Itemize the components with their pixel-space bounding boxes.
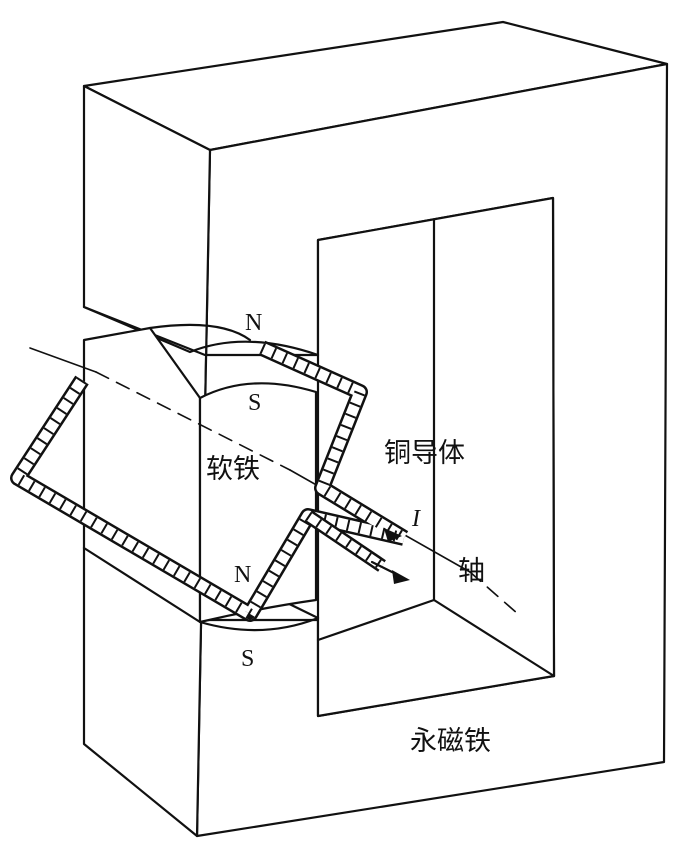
permanent-magnet bbox=[82, 20, 669, 838]
coil-segments bbox=[12, 342, 407, 620]
coil-lead-inner bbox=[305, 512, 385, 570]
shaft-hidden bbox=[95, 371, 291, 471]
window-floor-edge-right bbox=[432, 598, 556, 678]
current-arrow-upper bbox=[384, 528, 402, 542]
upper-south-label: S bbox=[248, 390, 261, 416]
copper-conductor-label: 铜导体 bbox=[384, 438, 465, 469]
current-arrow-shaft bbox=[370, 560, 398, 576]
shaft-label: 轴 bbox=[458, 556, 485, 587]
copper-coil bbox=[10, 340, 410, 622]
shaft-end bbox=[469, 571, 519, 615]
lower-south-label: S bbox=[241, 646, 254, 672]
soft-iron-label: 软铁 bbox=[206, 454, 260, 485]
permanent-magnet-label: 永磁铁 bbox=[410, 726, 491, 757]
upper-pole-jaw bbox=[82, 305, 320, 357]
labels: N S N S 软铁 铜导体 I 轴 永磁铁 bbox=[206, 310, 491, 757]
current-label: I bbox=[411, 506, 421, 532]
upper-north-label: N bbox=[245, 310, 262, 336]
core-top-edge bbox=[148, 323, 252, 342]
window-floor-edge bbox=[316, 598, 436, 642]
core-bottom-arc bbox=[198, 616, 320, 632]
lower-north-label: N bbox=[234, 562, 251, 588]
shaft-front bbox=[29, 347, 97, 373]
